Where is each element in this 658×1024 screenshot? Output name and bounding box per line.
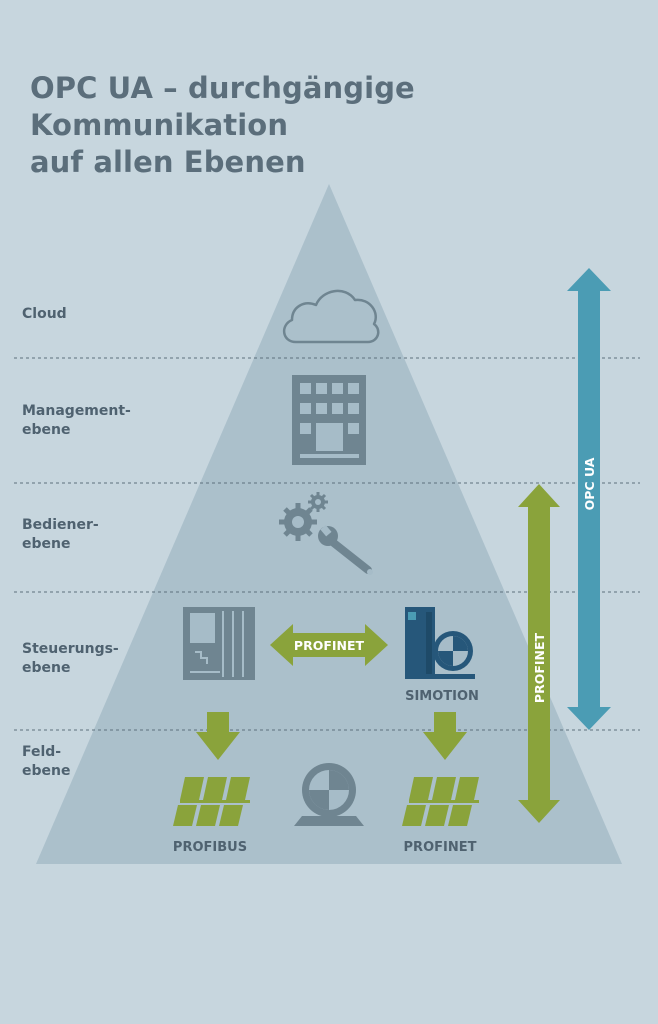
- level-field: Feld- ebene: [22, 743, 70, 781]
- down-arrow-left: [196, 712, 240, 760]
- gears-wrench-icon: [279, 492, 373, 575]
- io-module-icon: [173, 777, 250, 826]
- level-control: Steuerungs- ebene: [22, 640, 119, 678]
- profibus-label: PROFIBUS: [173, 840, 247, 855]
- simotion-label: SIMOTION: [405, 689, 479, 704]
- profinet-horizontal-label: PROFINET: [294, 638, 365, 653]
- plc-icon: [183, 607, 255, 680]
- profinet-vertical-label: PROFINET: [532, 632, 547, 703]
- level-management-line-2: ebene: [22, 422, 71, 438]
- level-field-line-1: Feld-: [22, 744, 62, 760]
- io-module-icon-right: [402, 777, 479, 826]
- level-management-line-1: Management-: [22, 403, 131, 419]
- title-line-2: auf allen Ebenen: [30, 145, 306, 179]
- building-icon: [292, 375, 366, 465]
- level-operator-line-2: ebene: [22, 536, 71, 552]
- level-management: Management- ebene: [22, 402, 131, 440]
- profinet-vertical-arrow: [518, 484, 560, 823]
- pyramid: [36, 184, 622, 864]
- title-line-1: OPC UA – durchgängige Kommunikation: [30, 71, 415, 142]
- level-control-line-1: Steuerungs-: [22, 641, 119, 657]
- level-operator-line-1: Bediener-: [22, 517, 99, 533]
- page-title: OPC UA – durchgängige Kommunikation auf …: [30, 70, 650, 181]
- level-cloud: Cloud: [22, 305, 67, 324]
- level-operator: Bediener- ebene: [22, 516, 99, 554]
- level-cloud-label: Cloud: [22, 306, 67, 322]
- opcua-vertical-arrow: [567, 268, 611, 730]
- level-control-line-2: ebene: [22, 660, 71, 676]
- opcua-vertical-label: OPC UA: [582, 457, 597, 510]
- profinet-horizontal-arrow: [270, 624, 388, 666]
- simotion-drive-icon: [405, 607, 475, 679]
- level-field-line-2: ebene: [22, 763, 71, 779]
- down-arrow-right: [423, 712, 467, 760]
- profinet-field-label: PROFINET: [404, 840, 477, 855]
- motor-icon: [294, 763, 364, 826]
- level-separators: [14, 357, 640, 731]
- cloud-icon: [283, 289, 380, 344]
